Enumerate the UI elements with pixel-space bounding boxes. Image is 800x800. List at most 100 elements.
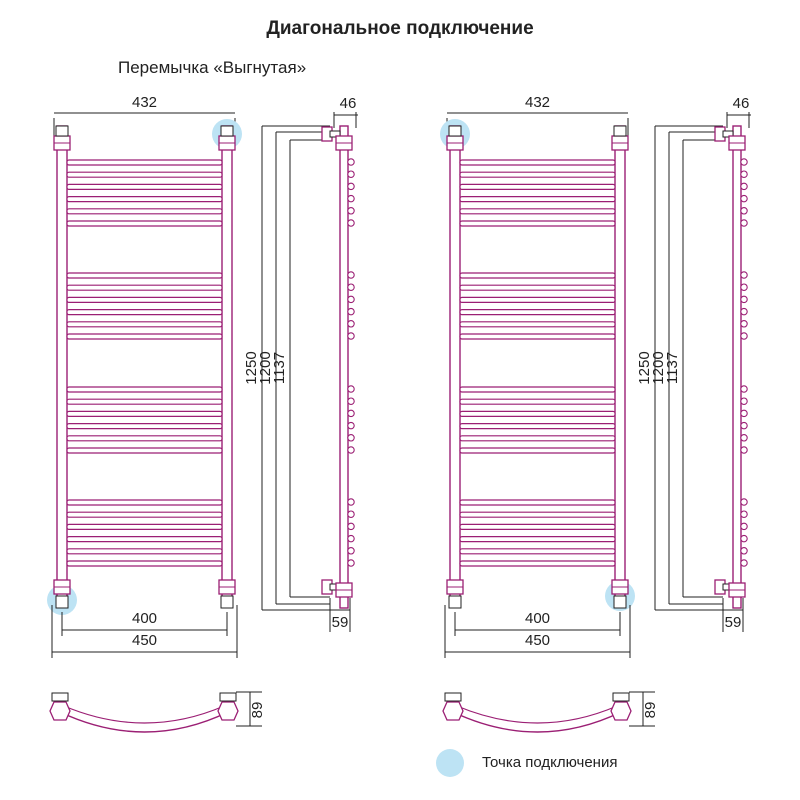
dim-bottom-offset: 59: [332, 614, 349, 631]
rung-end: [347, 271, 355, 279]
bar-group-3: [459, 386, 616, 454]
rung-end: [347, 409, 355, 418]
rung: [459, 523, 616, 531]
rung: [66, 423, 223, 430]
right-fitting-top: [217, 701, 239, 721]
top-left-plug: [448, 125, 462, 137]
side-pipe: [339, 125, 349, 609]
rung: [66, 159, 223, 166]
bar-group-2: [66, 272, 223, 340]
bar-group-1: [66, 159, 223, 227]
rung-end: [347, 522, 355, 531]
rung: [66, 309, 223, 316]
rung: [66, 511, 223, 518]
dim-height-mid: 1200: [650, 351, 667, 384]
bottom-right-stub: [613, 595, 627, 609]
bar-group-3: [66, 386, 223, 454]
curved-jumper-inner: [63, 705, 225, 724]
rung-end: [740, 559, 748, 567]
rung: [66, 535, 223, 543]
rung: [459, 511, 616, 518]
rung-end: [740, 295, 748, 304]
rung: [459, 435, 616, 442]
rung-end: [740, 307, 748, 316]
rung-end: [740, 283, 748, 291]
rung: [66, 548, 223, 555]
top-left-fitting: [53, 135, 71, 151]
rung: [66, 435, 223, 442]
bottom-left-fitting: [53, 579, 71, 595]
rung: [459, 309, 616, 316]
dim-bottom-offset: 59: [725, 614, 742, 631]
rung: [66, 447, 223, 454]
rung-end: [347, 320, 355, 328]
rung: [459, 183, 616, 190]
top-left-plug: [55, 125, 69, 137]
left-wall-mount: [444, 692, 462, 702]
rung-end: [740, 219, 748, 227]
rung: [459, 208, 616, 215]
rung: [66, 386, 223, 393]
rung-end: [740, 547, 748, 555]
rung: [459, 284, 616, 291]
rung: [66, 272, 223, 279]
left-fitting-top: [442, 701, 464, 721]
page-subtitle: Перемычка «Выгнутая»: [118, 58, 307, 77]
rung: [459, 296, 616, 303]
dim-height-inner: 1137: [664, 352, 681, 384]
top-right-fitting: [218, 135, 236, 151]
rung-end: [740, 271, 748, 279]
top-right-fitting: [611, 135, 629, 151]
curved-jumper-outer: [452, 711, 622, 733]
bar-group-2: [459, 272, 616, 340]
dim-height-inner: 1137: [271, 352, 288, 384]
rung-end: [740, 522, 748, 531]
left-pipe: [449, 125, 461, 601]
right-wall-mount: [612, 692, 630, 702]
rung: [459, 171, 616, 178]
rung-end: [347, 534, 355, 543]
bar-group-4: [66, 499, 223, 567]
bottom-left-stub: [55, 595, 69, 609]
rung: [459, 159, 616, 166]
right-pipe: [221, 125, 233, 601]
rung-end: [740, 534, 748, 543]
side-top-fitting: [728, 135, 746, 151]
bottom-right-fitting: [218, 579, 236, 595]
rung: [459, 321, 616, 328]
rung-end: [740, 446, 748, 454]
top-bracket-arm: [722, 130, 734, 138]
top-view: 89: [442, 691, 659, 733]
rung-end: [347, 547, 355, 555]
rung-end: [347, 510, 355, 518]
rung: [66, 560, 223, 567]
rung: [459, 499, 616, 506]
rung: [66, 333, 223, 340]
right-fitting-top: [610, 701, 632, 721]
right-wall-mount: [219, 692, 237, 702]
side-bottom-fitting: [335, 582, 353, 598]
bar-group-4: [459, 499, 616, 567]
rung: [66, 321, 223, 328]
rung-end: [740, 498, 748, 506]
rung-end: [740, 194, 748, 203]
rung-end: [740, 397, 748, 405]
dim-inner-width: 400: [525, 610, 550, 627]
rung-end: [740, 434, 748, 442]
left-wall-mount: [51, 692, 69, 702]
dim-height-total: 1250: [243, 351, 260, 384]
rung-end: [347, 421, 355, 430]
rung: [66, 208, 223, 215]
dim-top-width: 432: [525, 94, 550, 111]
rung-end: [740, 510, 748, 518]
rung: [66, 183, 223, 190]
rung: [459, 410, 616, 417]
rung-end: [347, 385, 355, 393]
side-bottom-fitting: [728, 582, 746, 598]
rung-end: [347, 207, 355, 215]
